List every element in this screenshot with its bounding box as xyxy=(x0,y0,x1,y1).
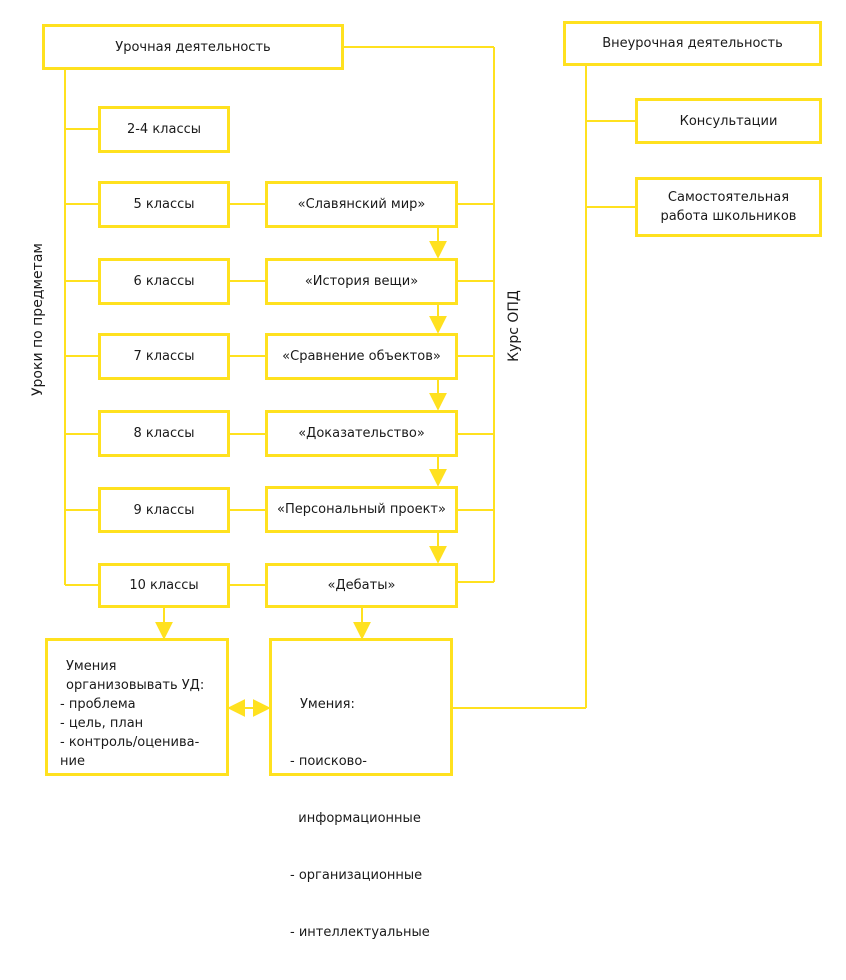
grade-box: 2-4 классы xyxy=(98,106,230,153)
extra-item-line: Самостоятельная xyxy=(667,190,790,205)
grade-label: 8 классы xyxy=(133,426,195,441)
opd-module-box: «Персональный проект» xyxy=(265,486,458,533)
extracurricular-box: Внеурочная деятельность xyxy=(563,21,822,66)
skills-ud-line: - цель, план xyxy=(60,716,144,731)
lesson-side-label: Уроки по предметам xyxy=(30,243,46,396)
skills-general-line: информационные xyxy=(290,811,421,826)
extra-item-text: Консультации xyxy=(680,112,778,131)
extra-item-line: работа школьников xyxy=(660,209,797,224)
skills-ud-line: ние xyxy=(60,754,85,769)
grade-label: 5 классы xyxy=(133,197,195,212)
grade-box: 7 классы xyxy=(98,333,230,380)
skills-ud-line: Умения xyxy=(66,659,117,674)
grade-box: 9 классы xyxy=(98,487,230,533)
extra-item-box: Самостоятельная работа школьников xyxy=(635,177,822,237)
opd-module-box: «Доказательство» xyxy=(265,410,458,457)
skills-general-line: - интеллектуальные xyxy=(290,925,430,940)
skills-general-line: - организационные xyxy=(290,868,423,883)
skills-general-line: - поисково- xyxy=(290,754,367,769)
skills-ud-box: Умения организовывать УД: - проблема - ц… xyxy=(45,638,229,776)
skills-general-box: Умения: - поисково- информационные - орг… xyxy=(269,638,453,940)
grade-box: 8 классы xyxy=(98,410,230,457)
skills-ud-line: - проблема xyxy=(60,697,136,712)
opd-module-box: «Славянский мир» xyxy=(265,181,458,228)
extra-item-box: Консультации xyxy=(635,98,822,144)
grade-label: 7 классы xyxy=(133,349,195,364)
lesson-activity-title: Урочная деятельность xyxy=(115,39,271,55)
opd-module-label: «Сравнение объектов» xyxy=(282,349,441,364)
grade-label: 6 классы xyxy=(133,274,195,289)
opd-module-label: «История вещи» xyxy=(304,274,419,289)
extracurricular-title: Внеурочная деятельность xyxy=(602,36,783,51)
grade-box: 10 классы xyxy=(98,563,230,608)
skills-general-text: Умения: - поисково- информационные - орг… xyxy=(290,657,430,980)
opd-side-label: Курс ОПД xyxy=(506,290,522,362)
skills-general-line: Умения: xyxy=(300,697,355,712)
skills-ud-text: Умения организовывать УД: - проблема - ц… xyxy=(60,657,205,771)
grade-box: 5 классы xyxy=(98,181,230,228)
opd-module-label: «Персональный проект» xyxy=(277,502,446,517)
lesson-activity-box: Урочная деятельность xyxy=(42,24,344,70)
grade-box: 6 классы xyxy=(98,258,230,305)
opd-module-label: «Дебаты» xyxy=(327,578,396,593)
opd-module-box: «Сравнение объектов» xyxy=(265,333,458,380)
opd-module-label: «Доказательство» xyxy=(298,426,425,441)
opd-module-box: «Дебаты» xyxy=(265,563,458,608)
opd-module-label: «Славянский мир» xyxy=(297,197,426,212)
flowchart xyxy=(64,46,635,717)
grade-label: 9 классы xyxy=(133,502,195,518)
skills-ud-line: организовывать УД: xyxy=(66,678,205,693)
extra-item-text: Самостоятельная работа школьников xyxy=(661,188,797,226)
opd-module-box: «История вещи» xyxy=(265,258,458,305)
skills-ud-line: - контроль/оценива- xyxy=(60,735,200,750)
grade-label: 10 классы xyxy=(129,578,199,593)
extra-item-line: Консультации xyxy=(679,113,778,129)
grade-label: 2-4 классы xyxy=(126,122,202,137)
